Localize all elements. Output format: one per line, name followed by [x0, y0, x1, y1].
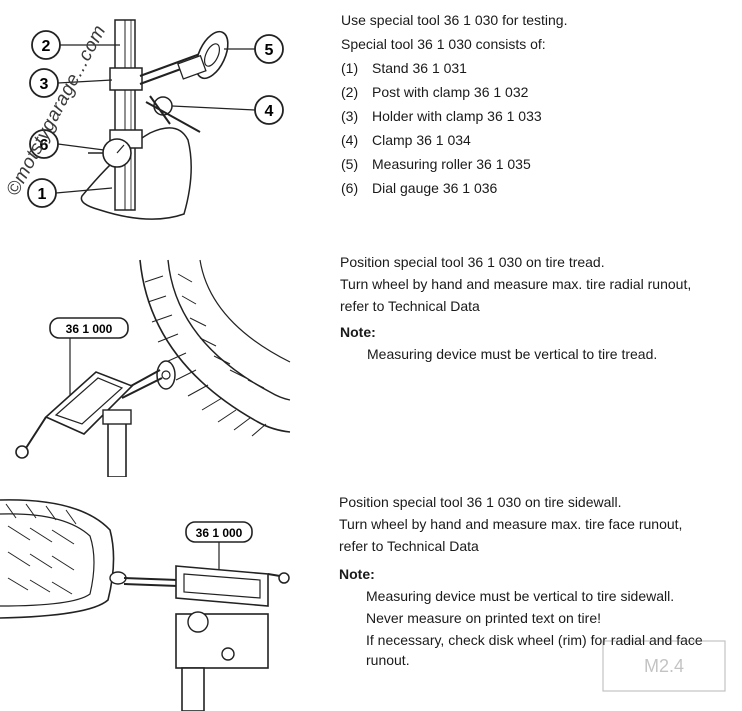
radial-runout-figure: 36 1 000 — [15, 259, 291, 477]
note-line: runout. — [366, 652, 410, 668]
callout-5: 5 — [224, 34, 284, 64]
callout-3: 3 — [29, 68, 113, 98]
list-item: (1)Stand 36 1 031 — [341, 60, 467, 76]
note-line: If necessary, check disk wheel (rim) for… — [366, 632, 703, 648]
callout-2: 2 — [31, 30, 120, 60]
radial-runout-instructions: Position special tool 36 1 030 on tire t… — [340, 251, 691, 365]
consists-line: Special tool 36 1 030 consists of: — [341, 36, 546, 52]
callout-4: 4 — [171, 95, 284, 125]
page-stamp: M2.4 — [602, 640, 726, 692]
svg-text:6: 6 — [40, 137, 49, 154]
tool-description: Use special tool 36 1 030 for testing. S… — [341, 8, 567, 200]
list-item: (3)Holder with clamp 36 1 033 — [341, 108, 542, 124]
list-item: (6)Dial gauge 36 1 036 — [341, 180, 498, 196]
face-runout-instructions: Position special tool 36 1 030 on tire s… — [339, 491, 703, 669]
instruction-line: refer to Technical Data — [339, 538, 479, 554]
intro-line: Use special tool 36 1 030 for testing. — [341, 12, 568, 28]
note-line: Measuring device must be vertical to tir… — [366, 588, 675, 604]
callout-6: 6 — [29, 129, 105, 159]
svg-text:5: 5 — [265, 42, 274, 59]
tool-number-badge: 36 1 000 — [49, 317, 129, 396]
instruction-line: refer to Technical Data — [340, 298, 480, 314]
svg-text:M2.4: M2.4 — [644, 656, 684, 676]
instruction-line: Turn wheel by hand and measure max. tire… — [340, 276, 692, 292]
instruction-line: Position special tool 36 1 030 on tire s… — [339, 494, 622, 510]
face-runout-figure: 36 1 000 — [0, 499, 290, 711]
note-line: Never measure on printed text on tire! — [366, 610, 602, 626]
list-item: (4)Clamp 36 1 034 — [341, 132, 471, 148]
svg-text:4: 4 — [265, 103, 274, 120]
note-label: Note: — [339, 566, 375, 582]
svg-text:36 1 000: 36 1 000 — [196, 526, 243, 540]
note-label: Note: — [340, 324, 376, 340]
instruction-line: Turn wheel by hand and measure max. tire… — [339, 516, 683, 532]
section-radial-runout: 36 1 000 Position special tool 36 1 030 … — [0, 240, 742, 480]
special-tool-assembly-figure: 2 3 5 4 6 1 — [27, 19, 284, 220]
svg-text:2: 2 — [42, 38, 51, 55]
svg-text:3: 3 — [40, 76, 49, 93]
section-special-tool-overview: 2 3 5 4 6 1 ©motstygarage...com — [0, 0, 742, 240]
list-item: (2)Post with clamp 36 1 032 — [341, 84, 529, 100]
section-face-runout: 36 1 000 Position special tool 36 1 030 … — [0, 480, 742, 711]
note-line: Measuring device must be vertical to tir… — [367, 346, 658, 362]
list-item: (5)Measuring roller 36 1 035 — [341, 156, 531, 172]
svg-text:1: 1 — [38, 186, 47, 203]
tool-number-badge: 36 1 000 — [185, 521, 253, 570]
instruction-line: Position special tool 36 1 030 on tire t… — [340, 254, 605, 270]
svg-text:36 1 000: 36 1 000 — [66, 322, 113, 336]
callout-1: 1 — [27, 178, 113, 208]
